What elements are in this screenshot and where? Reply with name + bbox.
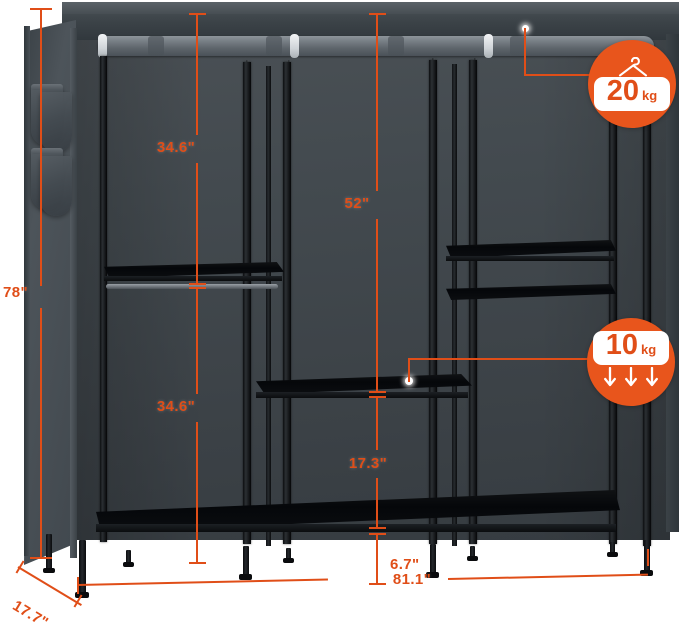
frame-pole: [469, 60, 477, 544]
frame-pole: [283, 62, 291, 544]
bottom-shelf-edge: [96, 524, 616, 532]
callout-line: [524, 74, 610, 76]
rod-connector-ring: [290, 34, 299, 58]
front-frame-pole: [452, 64, 457, 546]
dim-tick: [30, 557, 52, 559]
dim-label-overall-depth: 17.7": [9, 597, 52, 632]
frame-pole: [100, 56, 107, 542]
dim-tick: [369, 527, 386, 529]
dim-label-overall-height: 78": [3, 284, 28, 301]
badge-plate: 20 kg: [594, 77, 670, 111]
leg: [430, 544, 436, 578]
dim-line: [40, 308, 42, 558]
badge-10kg: 10 kg: [587, 318, 675, 406]
frame-pole: [609, 58, 617, 544]
dim-label-upper-hanging: 34.6": [156, 139, 196, 156]
leg-foot: [283, 558, 294, 563]
badge-unit: kg: [641, 342, 657, 357]
dim-label-bottom-clearance: 6.7": [390, 556, 420, 573]
rod-joint: [148, 36, 164, 56]
callout-line: [524, 28, 526, 76]
badge-value: 20: [606, 75, 640, 107]
shelf-upper-left-edge: [104, 276, 282, 281]
leg-foot: [43, 568, 55, 573]
dim-line: [376, 478, 378, 528]
badge-unit: kg: [642, 88, 658, 103]
callout-line: [408, 358, 598, 360]
shelf-upper-right-edge: [446, 256, 614, 261]
dim-line: [376, 13, 378, 191]
leg: [610, 542, 615, 556]
hanging-bar-left: [106, 284, 278, 289]
frame-pole: [429, 60, 437, 544]
leg: [79, 540, 86, 596]
dim-tick: [647, 549, 649, 566]
leg-foot: [607, 552, 618, 557]
dim-tick: [189, 283, 206, 285]
badge-plate: 10 kg: [593, 331, 669, 365]
front-frame-pole: [266, 66, 271, 546]
leg-foot: [239, 574, 252, 580]
leg: [243, 546, 249, 580]
dim-tick: [369, 583, 386, 585]
leg-foot: [640, 570, 653, 576]
dim-label-lower-hanging: 34.6": [156, 398, 196, 415]
leg-foot: [426, 572, 439, 578]
side-storage-pocket: [40, 156, 72, 216]
dim-line: [196, 163, 198, 283]
dim-line: [376, 533, 378, 584]
dim-line: [40, 8, 42, 286]
frame-pole: [643, 52, 651, 546]
rod-joint: [388, 36, 404, 56]
hanger-icon: [615, 57, 649, 83]
dim-line: [376, 219, 378, 392]
leg-foot: [467, 556, 478, 561]
shelf-load-arrows-icon: [599, 367, 663, 393]
rod-joint: [510, 36, 526, 56]
dim-line: [77, 578, 328, 586]
leg: [126, 550, 131, 566]
dim-tick: [189, 562, 206, 564]
top-cover-edge: [62, 2, 679, 14]
side-storage-pocket-lip: [31, 84, 63, 90]
dim-label-overall-width: 81.1": [392, 571, 432, 588]
dim-line: [196, 422, 198, 563]
badge-value: 10: [605, 329, 639, 361]
dim-tick: [77, 577, 79, 594]
leg-foot: [123, 562, 134, 567]
middle-shelf-edge: [256, 392, 468, 398]
left-cover-front-edge: [24, 26, 30, 556]
dim-line: [376, 396, 378, 450]
rod-joint: [266, 36, 282, 56]
dim-line: [447, 573, 648, 580]
leg: [470, 546, 475, 560]
dim-line: [196, 287, 198, 394]
right-cover-edge: [666, 34, 679, 532]
dim-line: [196, 13, 198, 135]
left-cover-inner-edge: [70, 28, 77, 558]
dim-label-center-tall: 52": [344, 195, 370, 212]
callout-line: [408, 358, 410, 382]
leg: [46, 534, 52, 572]
dim-label-center-lower: 17.3": [348, 455, 388, 472]
rod-connector-ring: [484, 34, 493, 58]
badge-20kg: 20 kg: [588, 40, 676, 128]
rod-end-ring: [98, 34, 107, 58]
side-storage-pocket-lip: [31, 148, 63, 154]
leg: [286, 548, 291, 562]
dim-tick: [369, 391, 386, 393]
frame-pole: [243, 62, 251, 544]
side-storage-pocket: [40, 92, 72, 152]
